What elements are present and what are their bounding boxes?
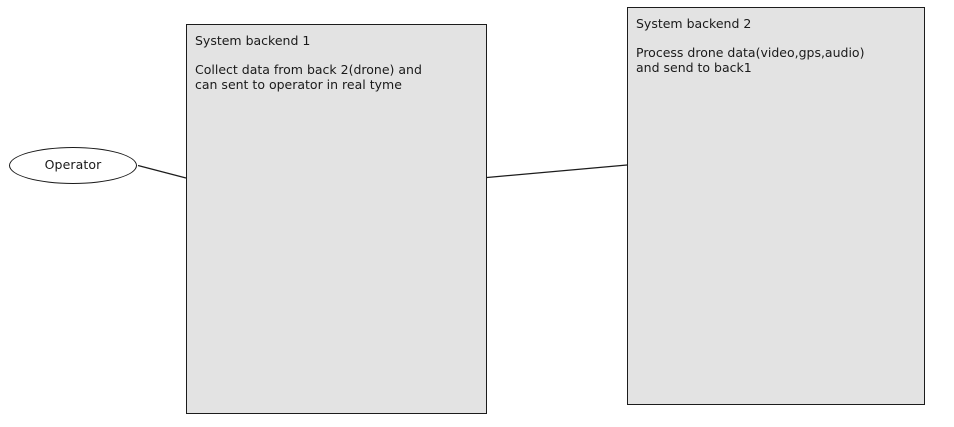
connector-operator-to-backend1 [137, 164, 187, 179]
connector-backend1-to-backend2 [486, 164, 628, 179]
actor-operator-label: Operator [44, 157, 102, 173]
node-system-backend-1-title: System backend 1 [195, 33, 311, 48]
node-system-backend-1[interactable]: System backend 1 Collect data from back … [186, 24, 487, 414]
node-system-backend-2[interactable]: System backend 2 Process drone data(vide… [627, 7, 925, 405]
node-system-backend-2-description: Process drone data(video,gps,audio) and … [636, 45, 865, 75]
node-system-backend-2-title: System backend 2 [636, 16, 752, 31]
actor-operator[interactable]: Operator [9, 147, 137, 184]
node-system-backend-1-description: Collect data from back 2(drone) and can … [195, 62, 422, 92]
